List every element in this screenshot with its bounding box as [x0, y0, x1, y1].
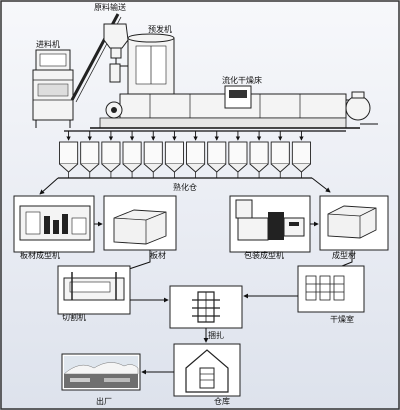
- board-label: 板材: [150, 250, 166, 260]
- warehouse-label: 仓库: [214, 396, 230, 406]
- cutting-machine: [57, 265, 131, 315]
- packaging-molding-machine-label: 包装成型机: [244, 250, 284, 260]
- molded-product: [319, 195, 389, 251]
- aging-silo: [143, 141, 163, 178]
- pre-expander-label: 预发机: [148, 24, 172, 34]
- packaging-molding-machine: [229, 195, 311, 253]
- molded-product-label: 成型材: [332, 250, 356, 260]
- board-molding-machine-label: 板材成型机: [20, 250, 60, 260]
- baling-label: 捆扎: [208, 330, 224, 340]
- aging-silo: [164, 141, 184, 178]
- shipping-image: [61, 353, 141, 391]
- arrow-board-to-cutting: [125, 250, 151, 272]
- aging-silo: [122, 141, 142, 178]
- aging-silo: [291, 141, 311, 178]
- feeding-conveyor-label: 原料输送: [94, 2, 126, 12]
- pre-expander-machine: [109, 33, 175, 95]
- feeding-conveyor: [70, 13, 129, 103]
- feeder-machine: [32, 49, 74, 128]
- aging-silo: [249, 141, 269, 178]
- board-product: [103, 195, 177, 251]
- baling-station: [169, 285, 243, 329]
- cutting-machine-label: 切割机: [62, 312, 86, 322]
- drying-room-label: 干燥室: [330, 314, 354, 324]
- aging-silo: [186, 141, 206, 178]
- arrow-to-board-line: [39, 177, 59, 195]
- silo-distribution-pipes: [64, 130, 346, 141]
- aging-silo-label: 熟化仓: [173, 182, 197, 192]
- fluid-bed-dryer: [90, 85, 378, 129]
- arrow-to-packaging-line: [311, 177, 331, 193]
- fluid-bed-dryer-label: 流化干燥床: [222, 75, 262, 85]
- warehouse: [173, 343, 241, 397]
- feeder-label: 进料机: [36, 39, 60, 49]
- aging-silo: [228, 141, 248, 178]
- board-molding-machine: [13, 195, 95, 253]
- aging-silo: [270, 141, 290, 178]
- drying-room: [297, 265, 365, 313]
- aging-silo: [80, 141, 100, 178]
- aging-silo: [101, 141, 121, 178]
- aging-silo-row: [59, 141, 311, 178]
- shipping-label: 出厂: [96, 396, 112, 406]
- aging-silo: [59, 141, 79, 178]
- aging-silo: [207, 141, 227, 178]
